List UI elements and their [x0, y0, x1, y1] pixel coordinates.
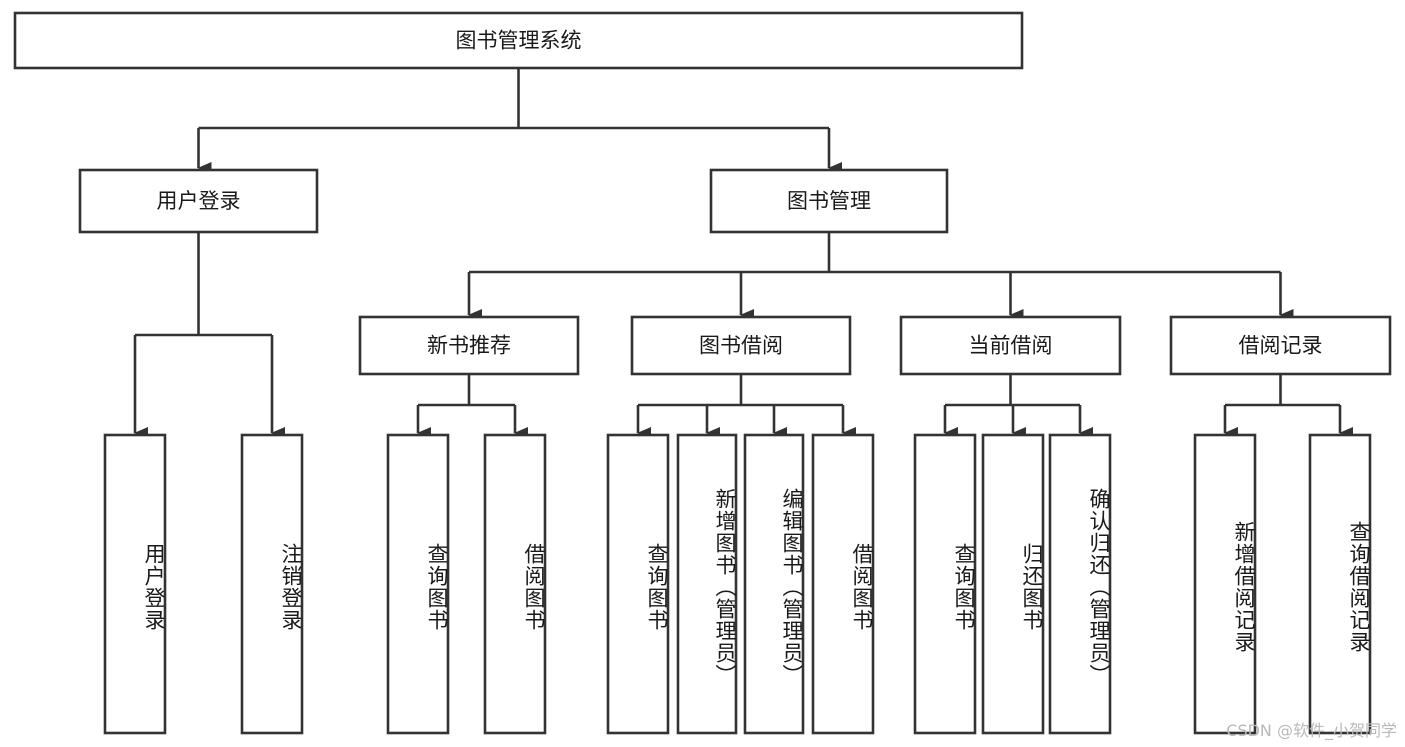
node-level2-3[interactable]	[1169, 315, 1392, 376]
node-level2-1[interactable]	[630, 315, 852, 376]
node-leaf-12[interactable]	[1308, 433, 1372, 735]
node-level1-label-1: 图书管理	[787, 189, 871, 213]
node-leaf-1[interactable]	[240, 433, 304, 735]
node-root[interactable]	[13, 11, 1024, 70]
node-level1-label-0: 用户登录	[157, 189, 241, 213]
watermark-text: CSDN @软件_小贺同学	[1226, 721, 1397, 740]
node-leaf-5[interactable]	[676, 433, 738, 735]
node-level1-0[interactable]	[78, 168, 319, 234]
node-leaf-2[interactable]	[386, 433, 450, 735]
node-leaf-7[interactable]	[811, 433, 875, 735]
node-level2-0[interactable]	[358, 315, 580, 376]
node-leaf-9[interactable]	[981, 433, 1045, 735]
node-leaf-4[interactable]	[606, 433, 670, 735]
node-level2-label-3: 借阅记录	[1239, 334, 1323, 358]
node-root-label: 图书管理系统	[456, 29, 582, 53]
node-level2-label-2: 当前借阅	[969, 334, 1053, 358]
node-leaf-3[interactable]	[483, 433, 547, 735]
node-leaf-10[interactable]	[1048, 433, 1112, 735]
connector-layer	[133, 68, 1353, 439]
node-level2-label-0: 新书推荐	[427, 334, 511, 358]
node-box-layer	[13, 11, 1392, 735]
node-leaf-11[interactable]	[1193, 433, 1257, 735]
node-level1-1[interactable]	[709, 168, 949, 234]
node-level2-label-1: 图书借阅	[699, 334, 783, 358]
node-leaf-0[interactable]	[103, 433, 167, 735]
node-leaf-8[interactable]	[913, 433, 977, 735]
node-leaf-6[interactable]	[743, 433, 805, 735]
node-level2-2[interactable]	[899, 315, 1122, 376]
